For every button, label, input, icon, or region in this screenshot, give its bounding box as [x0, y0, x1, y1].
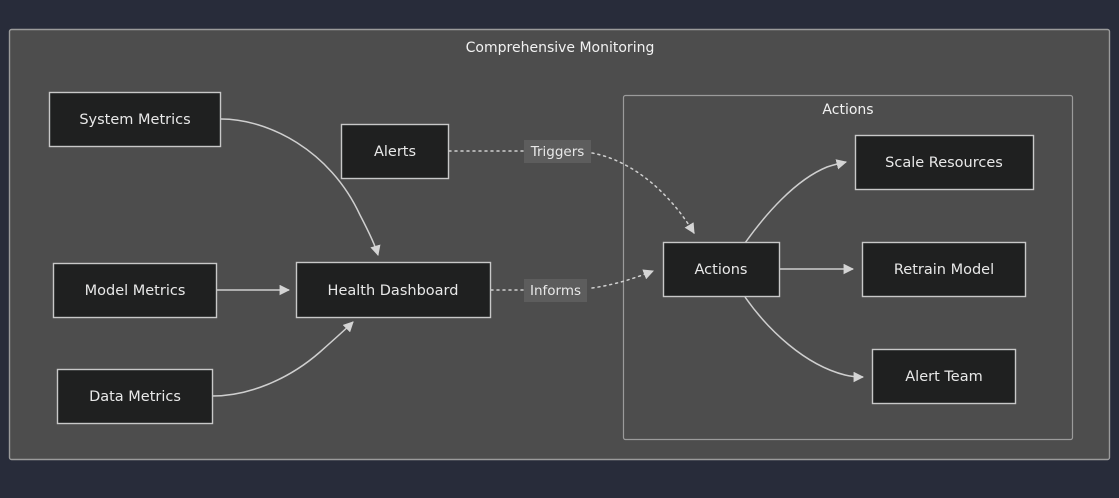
edge-layer: [211, 118, 865, 397]
triggers-label-text: Triggers: [530, 144, 585, 160]
node-actions-box[interactable]: [662, 241, 781, 298]
actions-cluster-title: Actions: [822, 102, 873, 118]
node-data-metrics-label: Data Metrics: [89, 389, 181, 405]
node-data-metrics-box[interactable]: [56, 368, 214, 425]
node-scale-resources-box[interactable]: [854, 134, 1035, 191]
node-alerts[interactable]: Alerts: [340, 123, 450, 180]
node-alert-team-box[interactable]: [871, 348, 1017, 405]
panel-title: Comprehensive Monitoring: [466, 40, 655, 56]
node-actions[interactable]: Actions: [662, 241, 781, 298]
node-model-metrics[interactable]: Model Metrics: [52, 262, 218, 319]
node-retrain-model-box[interactable]: [861, 241, 1027, 298]
informs-label-background: [524, 279, 587, 302]
edge-label-informs: Informs: [524, 279, 587, 302]
node-health-dashboard-box[interactable]: [295, 261, 492, 319]
node-health-dashboard-label: Health Dashboard: [328, 283, 459, 299]
node-alerts-box[interactable]: [340, 123, 450, 180]
node-actions-label: Actions: [695, 262, 748, 278]
node-model-metrics-box[interactable]: [52, 262, 218, 319]
actions-cluster: Actions: [622, 94, 1074, 441]
edge-label-triggers: Triggers: [524, 140, 591, 163]
informs-label-text: Informs: [530, 283, 581, 299]
node-data-metrics[interactable]: Data Metrics: [56, 368, 214, 425]
edge-alerts-to-actions-seg2: [591, 152, 695, 234]
node-layer: System Metrics Model Metrics Data Metric…: [48, 91, 1035, 425]
edge-health-dashboard-to-actions-seg2: [591, 269, 654, 289]
node-retrain-model-label: Retrain Model: [894, 262, 994, 278]
node-health-dashboard[interactable]: Health Dashboard: [295, 261, 492, 319]
node-scale-resources-label: Scale Resources: [885, 155, 1003, 171]
node-alerts-label: Alerts: [374, 144, 416, 160]
panel-background: [8, 28, 1111, 461]
node-scale-resources[interactable]: Scale Resources: [854, 134, 1035, 191]
edge-actions-to-alert-team: [744, 296, 865, 383]
edge-actions-to-scale-resources: [744, 159, 848, 244]
node-alert-team[interactable]: Alert Team: [871, 348, 1017, 405]
comprehensive-monitoring-panel: Comprehensive Monitoring: [8, 28, 1111, 461]
node-system-metrics-label: System Metrics: [79, 112, 190, 128]
node-system-metrics[interactable]: System Metrics: [48, 91, 222, 148]
edge-system-metrics-to-health-dashboard: [220, 118, 381, 257]
edge-label-layer: Triggers Informs: [524, 140, 591, 302]
node-alert-team-label: Alert Team: [905, 369, 982, 385]
node-retrain-model[interactable]: Retrain Model: [861, 241, 1027, 298]
triggers-label-background: [524, 140, 591, 163]
node-model-metrics-label: Model Metrics: [85, 283, 186, 299]
edge-data-metrics-to-health-dashboard: [211, 321, 354, 397]
node-system-metrics-box[interactable]: [48, 91, 222, 148]
actions-cluster-border: [622, 94, 1074, 441]
